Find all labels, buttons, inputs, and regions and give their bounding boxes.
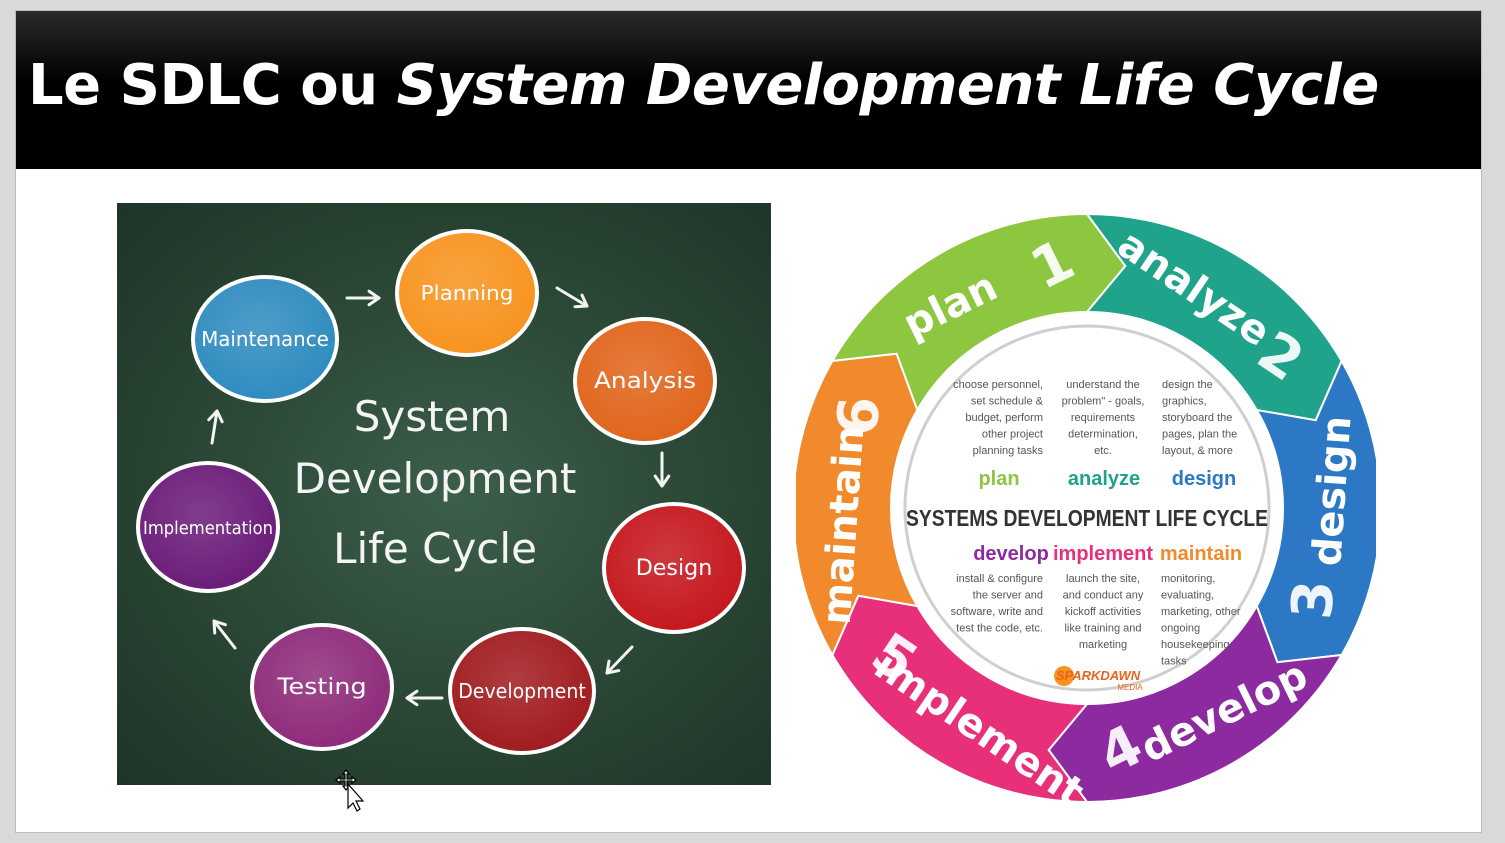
top-description-line: pages, plan the: [1162, 429, 1237, 441]
top-description-line: set schedule &: [971, 396, 1044, 408]
title-bar: Le SDLC ou System Development Life Cycle: [16, 11, 1481, 169]
top-description-line: design the: [1162, 379, 1213, 391]
logo-spark-icon: [1054, 666, 1074, 686]
top-description-line: problem" - goals,: [1062, 396, 1145, 408]
slide: Le SDLC ou System Development Life Cycle…: [15, 10, 1482, 833]
top-description-line: planning tasks: [973, 445, 1044, 457]
flow-arrow-icon: [405, 689, 444, 707]
stage-design: Design: [602, 502, 746, 634]
bottom-description-line: launch the site,: [1066, 573, 1140, 585]
top-description-line: determination,: [1068, 429, 1138, 441]
bottom-description-line: and conduct any: [1063, 590, 1144, 602]
stage-bubble: [254, 627, 390, 747]
bottom-description-line: kickoff activities: [1065, 606, 1142, 618]
logo-sub-text: MEDIA: [1117, 683, 1143, 692]
segment-number: 6: [826, 394, 894, 437]
top-description-line: other project: [982, 429, 1043, 441]
stage-development: Development: [448, 627, 596, 755]
wheel-center-title: SYSTEMS DEVELOPMENT LIFE CYCLE: [906, 505, 1268, 531]
flow-arrow-icon: [207, 409, 224, 445]
bottom-description-line: ongoing: [1161, 623, 1200, 635]
flow-arrow-icon: [653, 451, 671, 488]
bottom-description-line: evaluating,: [1161, 590, 1214, 602]
mouse-cursor-icon: [335, 769, 365, 812]
top-stage-label: analyze: [1068, 468, 1140, 490]
stage-label: Implementation: [143, 518, 273, 539]
bottom-description-line: like training and: [1064, 623, 1141, 635]
top-description-line: graphics,: [1162, 396, 1207, 408]
bottom-description-line: marketing: [1079, 639, 1127, 651]
wheel-center-disc: [903, 324, 1271, 692]
center-line-3: Life Cycle: [333, 524, 537, 573]
bottom-description-line: monitoring,: [1161, 573, 1215, 585]
title-italic: System Development Life Cycle: [396, 53, 1380, 118]
center-line-1: System: [354, 392, 511, 441]
stage-bubble: [452, 631, 592, 751]
bottom-description-line: housekeeping: [1161, 639, 1230, 651]
logo-main-text: SPARKDAWN: [1056, 668, 1141, 683]
stage-label: Development: [458, 679, 586, 703]
bottom-description-line: test the code, etc.: [956, 623, 1043, 635]
top-description-line: layout, & more: [1162, 445, 1233, 457]
stage-analysis: Analysis: [573, 317, 717, 445]
stage-label: Testing: [276, 675, 366, 700]
top-stage-label: plan: [978, 468, 1019, 490]
title-prefix: Le SDLC ou: [28, 53, 397, 118]
stage-testing: Testing: [250, 623, 394, 751]
stage-label: Analysis: [594, 369, 696, 394]
stage-bubble: [399, 233, 535, 353]
flow-arrow-icon: [345, 289, 381, 307]
bottom-stage-label: develop: [973, 543, 1049, 565]
top-description-line: budget, perform: [965, 412, 1043, 424]
stage-implementation: Implementation: [136, 461, 280, 593]
bottom-description-line: marketing, other: [1161, 606, 1241, 618]
wheel-svg: 1plan2analyze3design4develop5implement6m…: [796, 212, 1376, 806]
top-stage-label: design: [1172, 468, 1236, 490]
stage-label: Planning: [421, 281, 514, 305]
bottom-description-line: install & configure: [956, 573, 1043, 585]
stage-bubble: [606, 506, 742, 630]
bottom-description-line: the server and: [973, 590, 1043, 602]
center-line-2: Development: [294, 454, 577, 503]
stage-bubble: [195, 279, 335, 399]
top-description-line: requirements: [1071, 412, 1136, 424]
bottom-description-line: software, write and: [951, 606, 1043, 618]
top-description-line: etc.: [1094, 445, 1112, 457]
top-description-line: storyboard the: [1162, 412, 1232, 424]
top-description-line: understand the: [1066, 379, 1139, 391]
stage-label: Design: [636, 556, 713, 581]
chalkboard-svg: System Development Life Cycle PlanningAn…: [136, 229, 746, 755]
segment-number: 3: [1280, 578, 1348, 621]
bottom-stage-label: maintain: [1160, 543, 1242, 565]
slide-title: Le SDLC ou System Development Life Cycle: [28, 53, 1379, 118]
bottom-stage-label: implement: [1053, 543, 1153, 565]
stage-maintenance: Maintenance: [191, 275, 339, 403]
flow-arrow-icon: [555, 286, 589, 309]
flow-arrow-icon: [605, 645, 634, 675]
flow-arrow-icon: [212, 619, 237, 650]
bottom-description-line: tasks: [1161, 656, 1187, 668]
wheel-segment-design: 3 design: [1254, 358, 1376, 664]
stage-bubble: [577, 321, 713, 441]
stage-label: Maintenance: [201, 327, 329, 351]
top-description-line: choose personnel,: [953, 379, 1043, 391]
segment-label: design: [1304, 414, 1360, 567]
stage-bubble: [140, 465, 276, 589]
stage-planning: Planning: [395, 229, 539, 357]
